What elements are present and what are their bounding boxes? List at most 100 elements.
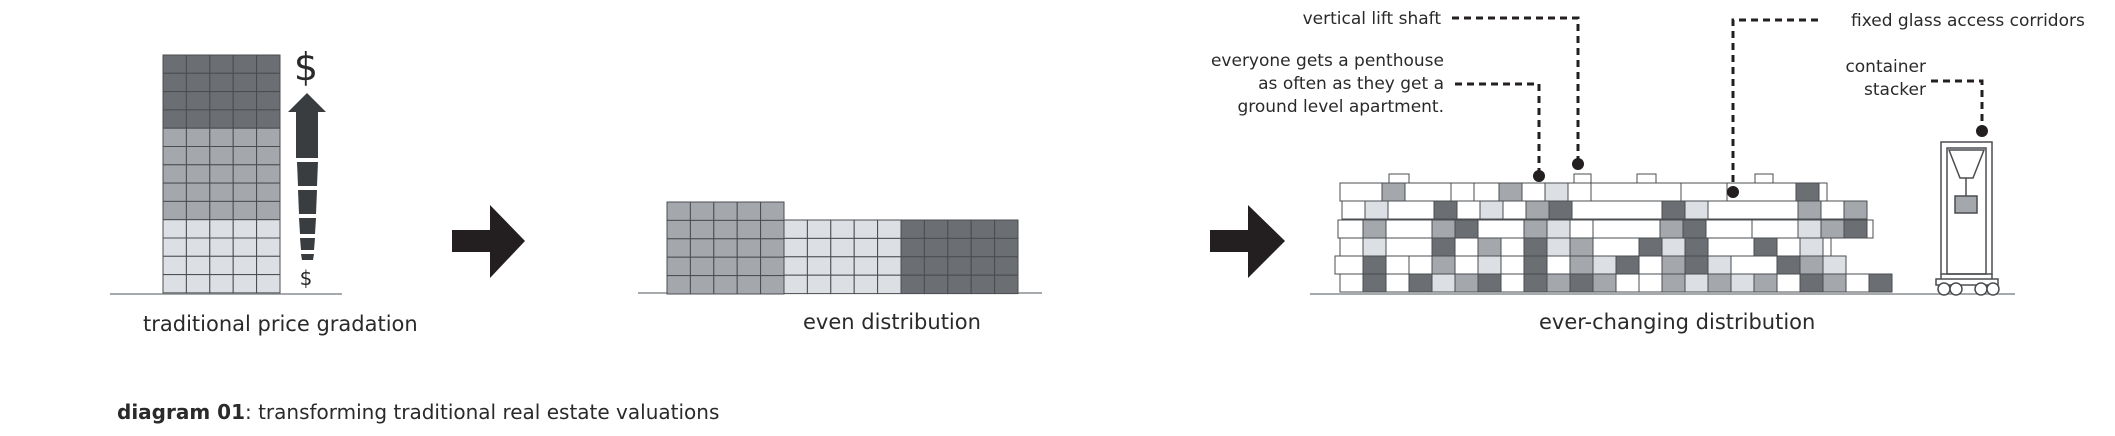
container-unit xyxy=(1797,219,1822,239)
container-unit xyxy=(1500,273,1525,293)
container-unit xyxy=(1569,273,1594,293)
container-unit xyxy=(1820,219,1845,239)
apartment-cell xyxy=(900,219,925,239)
apartment-cell xyxy=(783,256,808,276)
even-panel xyxy=(638,201,1042,295)
apartment-cell xyxy=(185,164,211,184)
apartment-cell xyxy=(923,219,949,239)
container-unit xyxy=(1546,273,1571,293)
container-unit xyxy=(1776,255,1801,275)
apartment-cell xyxy=(256,255,281,276)
apartment-cell xyxy=(689,201,715,221)
apartment-cell xyxy=(185,146,211,166)
annotation-dots xyxy=(1533,125,1988,198)
apartment-cell xyxy=(783,219,808,239)
apartment-cell xyxy=(162,182,187,202)
apartment-cell xyxy=(185,255,211,276)
container-unit xyxy=(1590,182,1682,202)
container-unit xyxy=(1454,219,1479,239)
apartment-cell xyxy=(256,91,281,111)
right-arrow-icon xyxy=(452,205,525,278)
apartment-cell xyxy=(689,238,715,258)
container-unit xyxy=(1707,255,1732,275)
diagram-footer: diagram 01: transforming traditional rea… xyxy=(117,400,719,424)
container-unit xyxy=(1799,237,1824,257)
container-unit xyxy=(1638,273,1663,293)
container-unit xyxy=(1799,273,1824,293)
apartment-cell xyxy=(232,146,258,166)
container-unit xyxy=(1454,255,1479,275)
container-unit xyxy=(1797,200,1822,220)
container-unit xyxy=(1730,273,1755,293)
container-unit xyxy=(1456,200,1481,220)
container-unit xyxy=(1454,237,1479,257)
container-unit xyxy=(1523,219,1548,239)
apartment-cell xyxy=(713,219,738,240)
apartment-cell xyxy=(783,237,808,258)
container-unit xyxy=(1431,255,1456,275)
apartment-cell xyxy=(853,256,879,276)
apartment-cell xyxy=(162,72,187,93)
footer-text: : transforming traditional real estate v… xyxy=(244,400,720,424)
apartment-cell xyxy=(256,182,281,202)
container-unit xyxy=(1385,255,1410,275)
apartment-cell xyxy=(947,219,972,239)
container-unit xyxy=(1337,219,1364,239)
container-unit xyxy=(1592,219,1661,239)
container-unit xyxy=(1615,255,1640,275)
container-unit xyxy=(1661,200,1686,220)
container-unit xyxy=(1433,200,1458,220)
apartment-cell xyxy=(923,237,949,258)
container-unit xyxy=(1615,273,1640,293)
apartment-cell xyxy=(162,164,187,184)
container-unit xyxy=(1569,255,1594,275)
container-unit xyxy=(1362,255,1387,275)
apartment-cell xyxy=(232,182,258,202)
container-unit xyxy=(1707,237,1755,257)
apartment-cell xyxy=(162,219,187,239)
container-unit xyxy=(1523,273,1548,293)
apartment-cell xyxy=(232,91,258,111)
container-unit xyxy=(1682,219,1707,239)
traditional-tower xyxy=(162,54,281,294)
container-unit xyxy=(1753,237,1778,257)
apartment-cell xyxy=(232,54,258,74)
apartment-cell xyxy=(783,274,808,295)
container-unit xyxy=(1473,182,1500,202)
apartment-cell xyxy=(970,274,996,295)
apartment-cell xyxy=(666,275,691,295)
container-unit xyxy=(1820,200,1845,220)
footer-label: diagram 01 xyxy=(117,400,245,424)
apartment-cell xyxy=(713,201,738,221)
container-unit xyxy=(1450,182,1475,202)
label-penthouse-line3: ground level apartment. xyxy=(1237,97,1444,117)
apartment-cell xyxy=(994,256,1019,276)
container-unit xyxy=(1845,273,1870,293)
apartment-cell xyxy=(666,219,691,240)
container-unit xyxy=(1362,273,1387,293)
container-unit xyxy=(1776,273,1801,293)
container-unit xyxy=(1571,200,1663,220)
container-unit xyxy=(1454,273,1479,293)
container-unit xyxy=(1822,237,1832,257)
apartment-cell xyxy=(947,274,972,295)
even-block xyxy=(666,201,1019,295)
container-unit xyxy=(1339,273,1364,293)
apartment-cell xyxy=(209,109,234,129)
apartment-cell xyxy=(256,200,281,221)
container-unit xyxy=(1795,182,1820,202)
apartment-cell xyxy=(256,146,281,166)
container-unit xyxy=(1362,219,1387,239)
apartment-cell xyxy=(947,237,972,258)
price-arrow-icon xyxy=(288,93,326,260)
apartment-cell xyxy=(994,274,1019,295)
apartment-cell xyxy=(806,237,832,258)
container-unit xyxy=(1822,255,1847,275)
apartment-cell xyxy=(256,54,281,74)
container-unit xyxy=(1500,255,1525,275)
apartment-cell xyxy=(760,275,785,295)
container-unit xyxy=(1730,255,1778,275)
container-unit xyxy=(1661,237,1686,257)
apartment-cell xyxy=(877,219,902,239)
container-unit xyxy=(1638,237,1663,257)
